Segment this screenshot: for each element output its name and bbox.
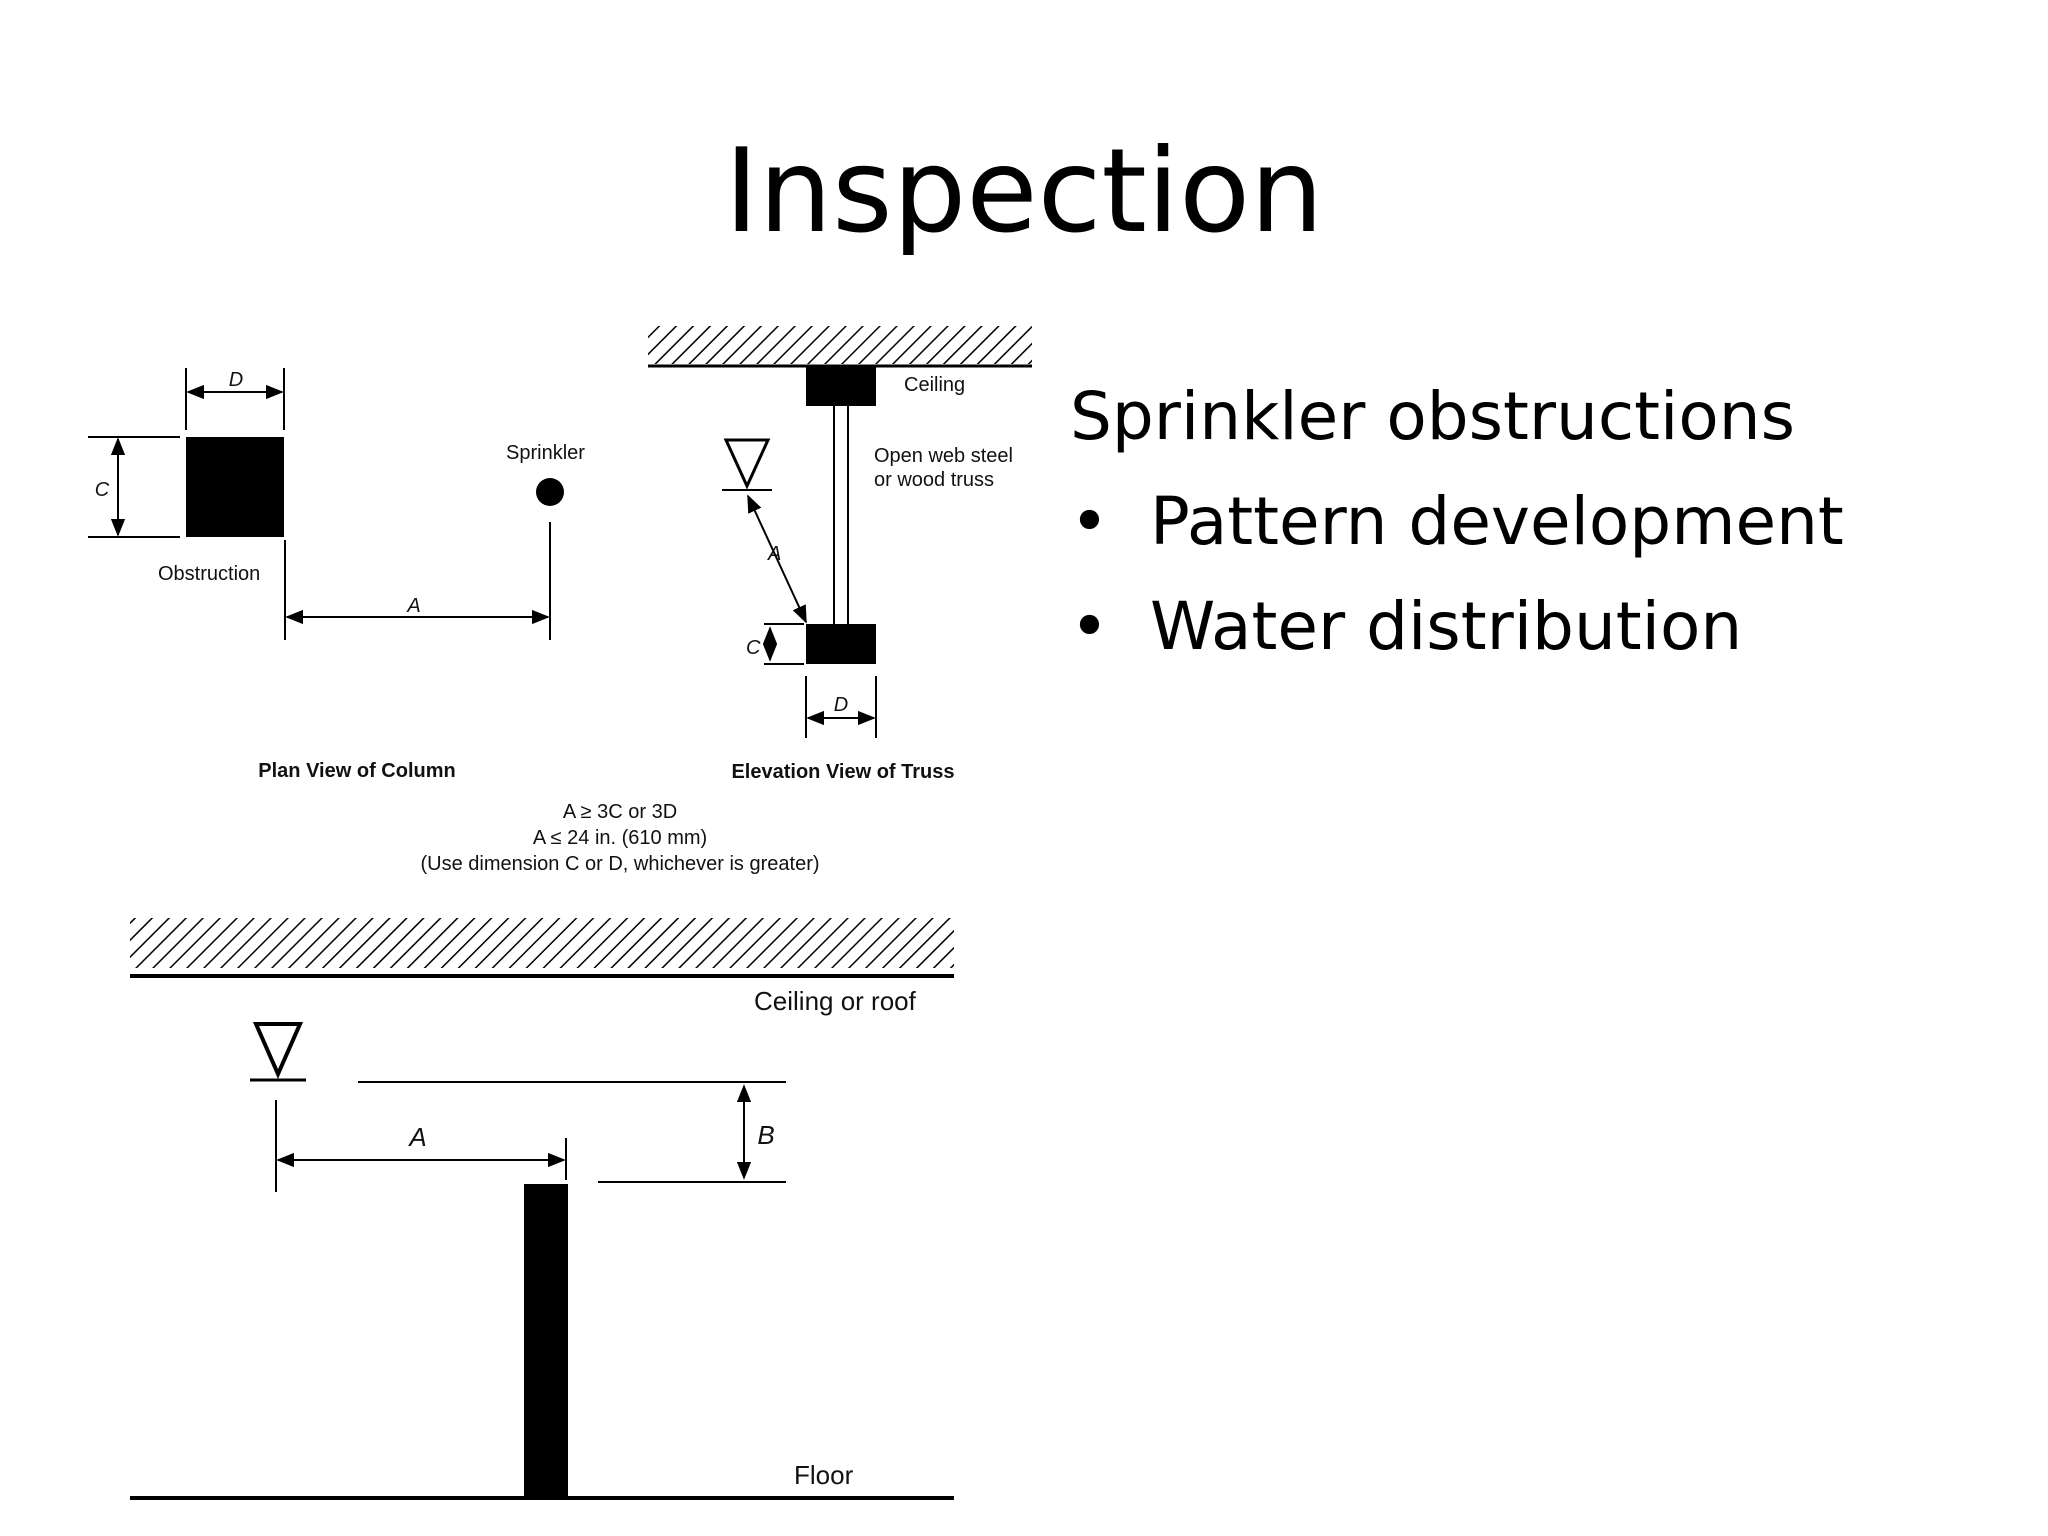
dimension-b-label: B [757,1120,774,1150]
sprinkler-symbol [252,1022,304,1079]
obstruction-column [524,1184,568,1498]
rules-text: A ≥ 3C or 3D A ≤ 24 in. (610 mm) (Use di… [420,801,819,875]
truss-label-line1: Open web steel [874,445,1013,467]
bullet-item: • Water distribution [1070,588,1844,665]
dimension-a-arrow [747,494,807,624]
ceiling-label: Ceiling [904,374,965,396]
dimension-c-label: C [746,637,761,659]
rule-line-3: (Use dimension C or D, whichever is grea… [420,853,819,875]
dimension-a-label: A [407,1122,426,1152]
sprinkler-symbol [723,438,771,490]
ceiling-hatch [648,326,1032,364]
rule-line-2: A ≤ 24 in. (610 mm) [533,827,707,849]
bullet-item: • Pattern development [1070,483,1844,560]
rule-line-1: A ≥ 3C or 3D [563,801,677,823]
sprinkler-head [536,478,564,506]
slide-title: Inspection [724,124,1324,259]
sprinkler-label: Sprinkler [506,442,585,464]
dimension-d-label: D [229,369,243,391]
truss-label-line2: or wood truss [874,469,994,491]
truss-bottom-chord [806,624,876,664]
bullet-marker: • [1070,483,1109,560]
dimension-c-label: C [95,479,110,501]
elevation-view: Ceiling Open web steel or wood truss A C… [648,326,1032,783]
plan-caption: Plan View of Column [258,760,455,782]
obstruction-diagram: D C Obstruction Sprinkler A Plan View of… [88,326,1032,1500]
ceiling-roof-label: Ceiling or roof [754,986,917,1016]
bullet-text: Pattern development [1150,483,1844,560]
bullet-heading: Sprinkler obstructions [1070,378,1795,455]
obstruction-column [186,437,284,537]
elevation-caption: Elevation View of Truss [731,761,954,783]
ceiling-hatch [130,918,954,968]
plan-view: D C Obstruction Sprinkler A Plan View of… [88,368,585,782]
floor-label: Floor [794,1460,854,1490]
dimension-a-label: A [406,595,420,617]
lower-elevation: Ceiling or roof A B Floor [130,918,954,1500]
dimension-a-label: A [767,543,781,565]
truss-top-chord [806,366,876,406]
bullet-marker: • [1070,588,1109,665]
bullet-text: Water distribution [1150,588,1743,665]
bullet-panel: Sprinkler obstructions • Pattern develop… [1070,378,1844,693]
dimension-d-label: D [834,694,848,716]
obstruction-label: Obstruction [158,563,260,585]
